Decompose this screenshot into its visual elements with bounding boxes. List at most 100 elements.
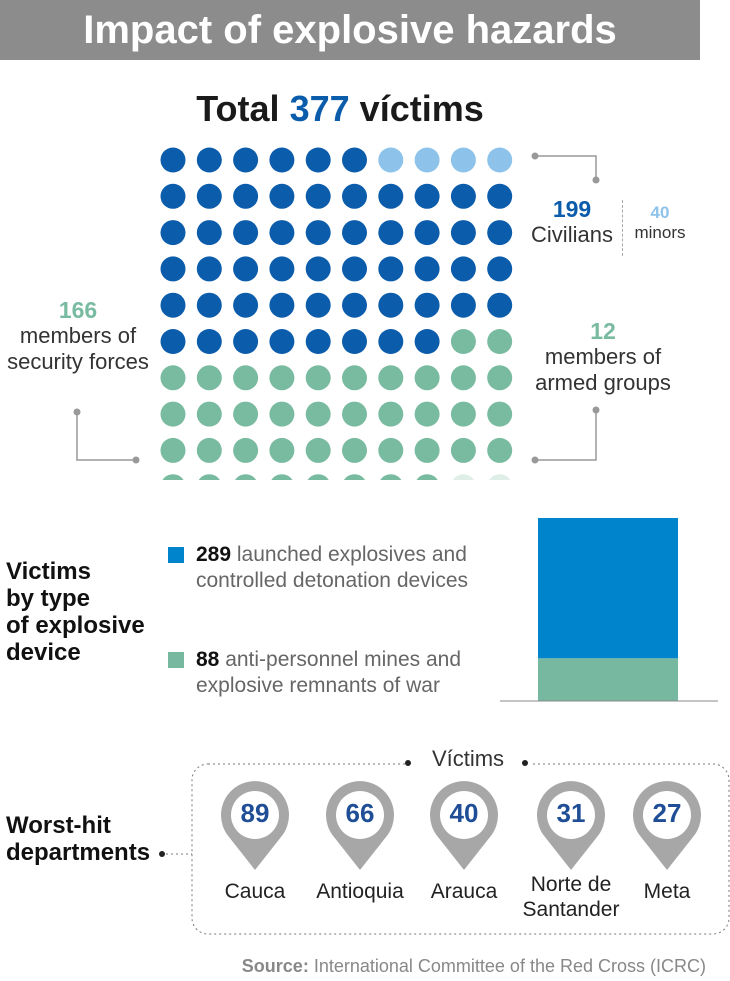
armed-connector-dot [531,456,539,464]
civilian-dot [305,220,331,246]
civilian-dot [269,220,295,246]
security-dot [196,365,222,391]
device-title-line: of explosive [6,612,145,639]
security-dot [271,474,293,480]
security-forces-label: 166 members of security forces [0,297,156,375]
title-connector-dot [159,851,165,857]
armed-dot [452,474,474,480]
security-forces-line1: members of [19,323,137,348]
civilian-dot [233,220,259,246]
security-dot [416,474,438,480]
security-dot [380,474,402,480]
security-dot [450,329,476,354]
civilian-dot [233,292,259,318]
security-dot [343,474,366,480]
civilian-dot [196,183,222,209]
total-number: 377 [289,88,350,129]
civilian-dot [487,256,513,282]
security-dot [307,474,329,480]
device-title-line: by type [6,585,91,612]
armed-groups-label: 12 members of armed groups [528,318,678,396]
civilian-dot [305,147,331,173]
civilian-dot [414,292,440,318]
launched-number: 289 [196,543,232,566]
security-dot [450,365,476,391]
minor-dot [414,147,440,173]
security-connector-dot [73,408,81,416]
department-pins [220,781,701,870]
civilian-dot [269,147,295,173]
security-dot [162,474,184,480]
civilian-dot [196,256,222,282]
minor-dot [487,147,513,173]
launched-bar-segment [538,518,678,659]
department-name-line: Cauca [224,880,286,903]
departments-header: Víctims [431,746,505,771]
civilian-dot [378,292,404,318]
security-dot [378,437,404,463]
security-dot [487,401,513,427]
security-dot [342,365,367,391]
security-dot [233,365,259,391]
civilian-dot [196,329,222,354]
civilians-divider [622,200,623,256]
civilian-dot [450,292,476,318]
civilian-dot [269,183,295,209]
security-dot [414,401,440,427]
security-dot [269,401,295,427]
civilian-dot [305,183,331,209]
departments-title-line: departments [6,839,151,866]
civilian-dot [196,292,222,318]
armed-groups-line1: members of [544,344,662,369]
civilian-dot [378,329,404,354]
armed-groups-number: 12 [590,318,616,344]
civilian-dot [160,147,186,173]
armed-connector [535,410,597,461]
security-dot [342,437,367,463]
device-title-line: device [6,639,81,666]
security-connector-dot [132,456,140,464]
civilian-dot [487,220,513,246]
security-dot [160,437,186,463]
department-victims-number: 66 [345,798,375,828]
department-victims-number: 40 [449,798,479,828]
civilian-dot [414,329,440,354]
civilians-number: 199 [552,196,592,222]
civilian-dot [450,256,476,282]
civilian-dot [414,220,440,246]
civilian-dot [160,256,186,282]
security-dot [196,401,222,427]
civilians-label: 199 Civilians [524,196,620,248]
security-dot [233,401,259,427]
department-victims-number: 27 [652,798,682,828]
launched-line2: controlled detonation devices [196,569,469,592]
security-forces-number: 166 [58,297,98,323]
mines-legend-swatch [168,652,184,668]
civilian-dot [196,147,222,173]
armed-dot [489,474,511,480]
civilian-dot [342,220,367,246]
civilian-dot [233,256,259,282]
departments-section-title: Worst-hit departments [6,812,150,866]
security-dot [305,401,331,427]
civilian-dot [269,256,295,282]
minors-label: 40 minors [628,203,692,243]
launched-legend-swatch [168,547,184,563]
device-section-title: Victims by type of explosive device [6,558,145,666]
security-dot [487,365,513,391]
civilian-dot [233,329,259,354]
launched-line1: launched explosives and [236,543,467,566]
security-dot [196,437,222,463]
mines-bar-segment [538,658,678,701]
header-dot-right [522,760,528,766]
security-forces-line2: security forces [7,349,149,374]
armed-groups-line2: armed groups [535,370,671,395]
security-dot [160,365,186,391]
security-dot [305,365,331,391]
security-dot [450,401,476,427]
civilian-dot [414,256,440,282]
civilians-connector-dot [592,176,600,184]
security-connector [76,412,136,461]
civilian-dot [305,329,331,354]
civilians-connector [535,155,597,178]
